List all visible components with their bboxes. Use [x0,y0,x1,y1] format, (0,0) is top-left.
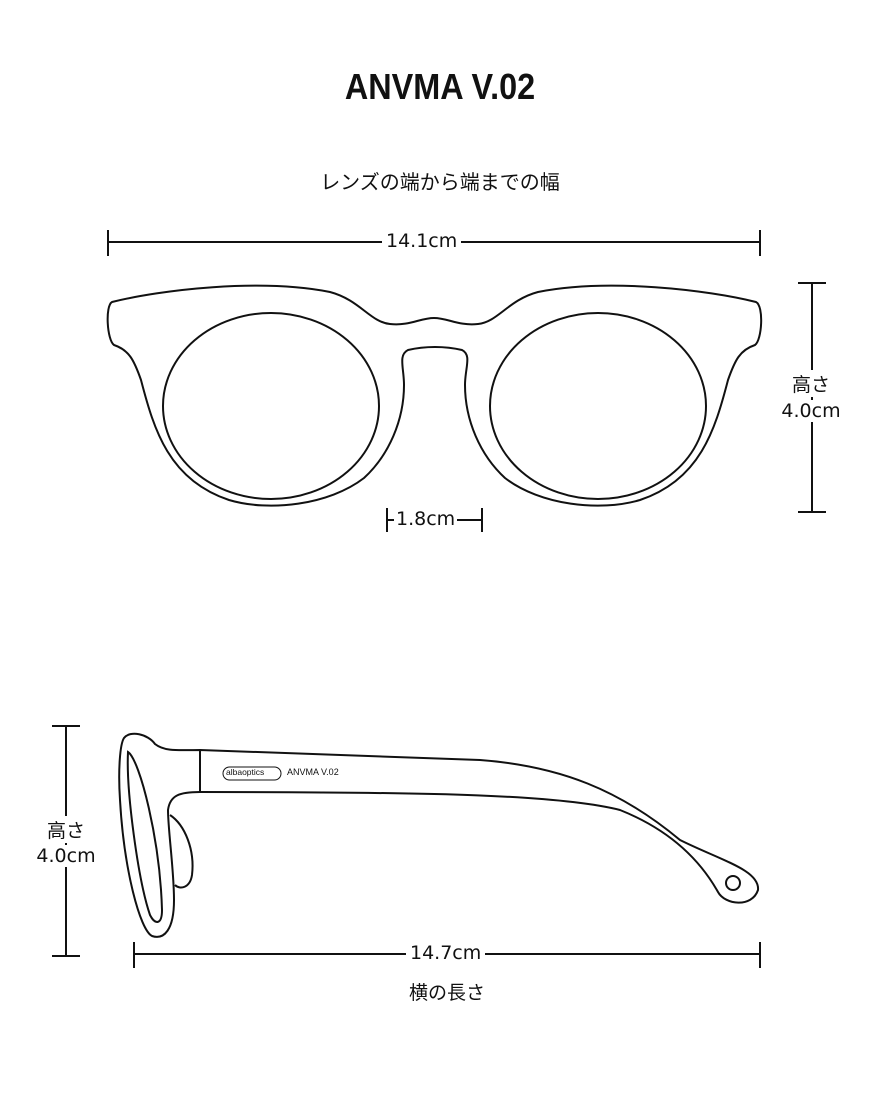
side-height-label: 高さ [32,816,100,843]
side-length-value: 14.7cm [406,942,486,964]
left-lens [162,312,380,500]
front-height-dimension-line [798,282,826,513]
temple-brand-text: albaoptics [226,767,265,777]
product-title: ANVMA V.02 [344,66,536,107]
nose-pad [169,814,194,889]
side-lens-edge [126,750,164,923]
front-width-caption: レンズの端から端までの幅 [320,170,560,194]
side-frame-outline [118,732,760,938]
front-height-label: 高さ [778,370,844,397]
bridge-width-label: 1.8cm [394,508,458,530]
right-lens [489,312,707,500]
temple-hole [725,875,741,891]
temple-model-text: ANVMA V.02 [287,767,339,777]
front-width-label: 14.1cm [382,230,462,252]
side-length-label: 横の長さ [408,982,485,1004]
brand-badge [222,766,282,781]
front-frame-outline [106,284,763,507]
front-height-value: 4.0cm [778,400,844,422]
side-height-value: 4.0cm [32,845,100,867]
